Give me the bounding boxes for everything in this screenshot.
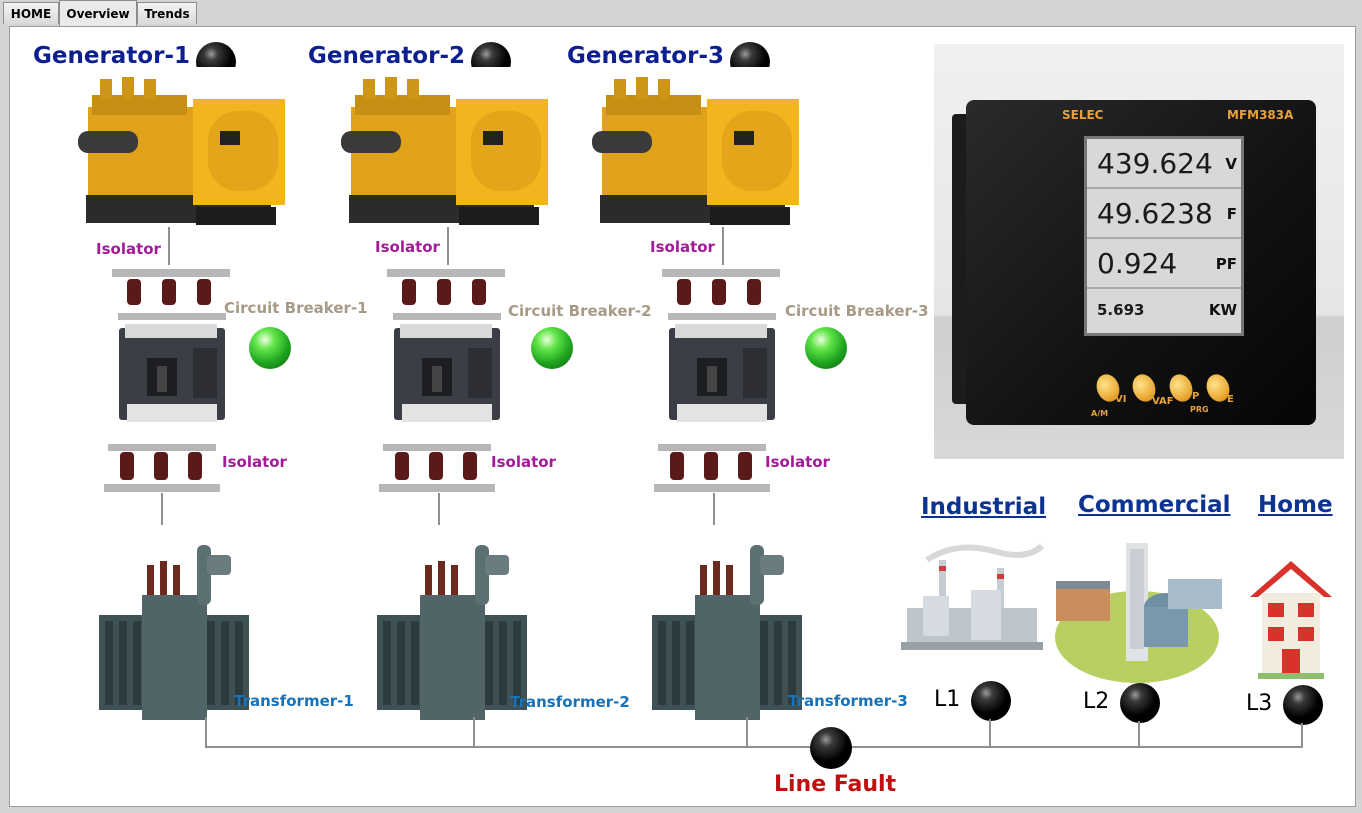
meter-reading-row: 49.6238 F [1087,189,1241,239]
line-fault-label: Line Fault [774,772,897,797]
office-building-icon [1050,539,1225,684]
meter-pf-unit: PF [1215,255,1237,273]
meter-label-am: A/M [1091,409,1109,418]
isolator-label-bottom: Isolator [765,453,830,471]
isolator-label-top: Isolator [96,240,161,258]
meter-frequency-value: 49.6238 [1097,197,1213,230]
circuit-breaker-icon [117,322,229,427]
generator-feed-wire [447,227,449,267]
isolator-label-top: Isolator [375,238,440,256]
meter-label-e: E [1227,394,1234,405]
meter-pf-value: 0.924 [1097,247,1178,280]
transformer-label: Transformer-1 [234,692,354,710]
common-bus-line [205,746,1303,748]
transformer-icon [87,525,262,725]
tab-overview[interactable]: Overview [59,0,137,26]
generator-title: Generator-2 [308,43,466,69]
load-title-home: Home [1258,492,1333,518]
meter-reading-row: 5.693 KW [1087,289,1241,333]
load-label-l2: L2 [1083,689,1110,714]
isolator-label-top: Isolator [650,238,715,256]
transformer-icon [640,525,815,725]
circuit-breaker-label: Circuit Breaker-3 [785,302,929,320]
generator-column-2: Generator-2 Isolator [285,27,652,806]
meter-voltage-unit: V [1225,155,1237,173]
meter-model: MFM383A [1227,108,1294,122]
line-fault-lamp [810,727,852,769]
load-title-industrial: Industrial [921,494,1047,520]
meter-display: 439.624 V 49.6238 F 0.924 PF 5.693 KW [1084,136,1244,336]
load-lamp-l2 [1120,683,1160,723]
breaker-status-lamp [805,327,847,369]
load-title-commercial: Commercial [1078,492,1231,518]
load-lamp-l1 [971,681,1011,721]
isolator-icon [110,265,235,325]
meter-brand: SELEC [1062,108,1104,122]
circuit-breaker-label: Circuit Breaker-2 [508,302,652,320]
generator-feed-wire [722,227,724,267]
energy-meter-panel: SELEC MFM383A 439.624 V 49.6238 F 0.924 … [934,44,1344,459]
load-label-l1: L1 [934,687,961,712]
load-drop-wire-l2 [1138,721,1140,747]
breaker-status-lamp [531,327,573,369]
isolator-icon [104,432,222,494]
isolator-icon [379,432,497,494]
generator-feed-wire [168,227,170,267]
breaker-status-lamp [249,327,291,369]
meter-kw-value: 5.693 [1097,301,1145,319]
generator-title: Generator-1 [33,43,191,69]
load-drop-wire-l1 [989,719,991,747]
overview-panel: Generator-1 Isolator [9,26,1356,807]
circuit-breaker-icon [392,322,504,427]
meter-frequency-unit: F [1226,205,1237,223]
generator-column-3: Generator-3 Isolator [544,27,929,806]
tab-trends[interactable]: Trends [137,2,197,24]
load-lamp-l3 [1283,685,1323,725]
meter-label-p: P [1192,391,1200,402]
meter-label-vi: VI [1115,394,1127,405]
isolator-icon [660,265,785,325]
meter-label-vaf: VAF [1152,396,1174,407]
factory-icon [887,530,1049,672]
transformer-output-wire [746,717,748,747]
tab-home[interactable]: HOME [3,2,59,24]
generator-icon [341,67,549,232]
meter-voltage-value: 439.624 [1097,147,1213,180]
isolator-label-bottom: Isolator [222,453,287,471]
transformer-output-wire [473,717,475,747]
circuit-breaker-label: Circuit Breaker-1 [224,299,368,317]
meter-kw-unit: KW [1208,301,1237,319]
generator-column-1: Generator-1 Isolator [10,27,368,806]
meter-reading-row: 439.624 V [1087,139,1241,189]
isolator-label-bottom: Isolator [491,453,556,471]
transformer-icon [365,525,540,725]
meter-label-prg: PRG [1190,405,1209,414]
generator-icon [592,67,800,232]
meter-reading-row: 0.924 PF [1087,239,1241,289]
isolator-icon [385,265,510,325]
house-icon [1244,547,1338,685]
load-drop-wire-l3 [1301,723,1303,747]
transformer-label: Transformer-3 [788,692,908,710]
circuit-breaker-icon [667,322,779,427]
isolator-icon [654,432,772,494]
load-label-l3: L3 [1246,691,1273,716]
transformer-label: Transformer-2 [510,693,630,711]
generator-icon [78,67,286,232]
generator-title: Generator-3 [567,43,725,69]
tab-bar: HOME Overview Trends [0,0,1362,27]
transformer-output-wire [205,717,207,747]
